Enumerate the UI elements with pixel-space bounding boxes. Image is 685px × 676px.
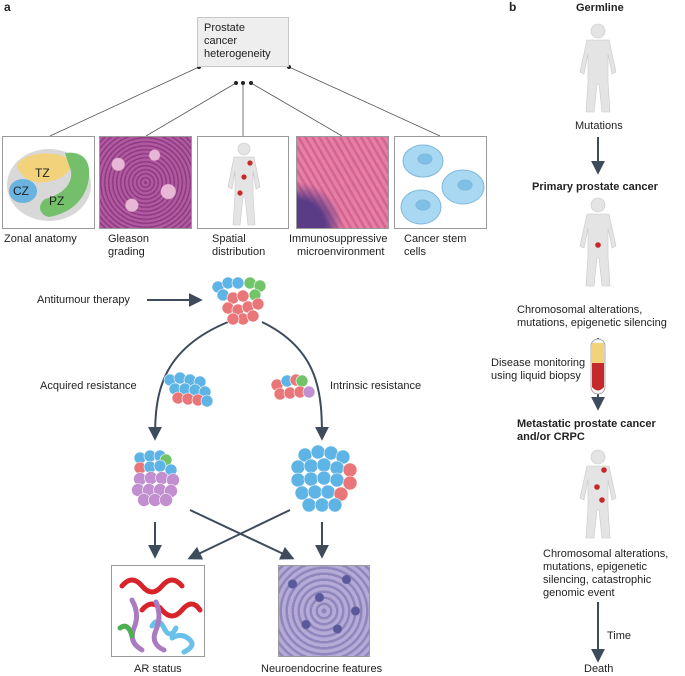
intrinsic-resistance-label: Intrinsic resistance xyxy=(330,380,422,392)
heterogeneity-line3: heterogeneity xyxy=(204,48,271,60)
metastatic-alterations-4: genomic event xyxy=(543,587,615,599)
primary-cancer-label: Primary prostate cancer xyxy=(532,181,658,193)
acquired-resistance-label: Acquired resistance xyxy=(40,380,137,392)
category-label-stem-1: Cancer stem xyxy=(404,233,467,245)
metastatic-alterations-3: silencing, catastrophic xyxy=(543,574,652,586)
cz-label: CZ xyxy=(13,184,29,198)
body-figure-primary xyxy=(579,197,617,287)
tumour-intrinsic-small xyxy=(270,373,316,401)
metastatic-label-1: Metastatic prostate cancer xyxy=(517,418,656,430)
death-label: Death xyxy=(584,663,614,675)
tumour-intrinsic-large xyxy=(290,444,358,513)
category-label-gleason-1: Gleason xyxy=(108,233,149,245)
category-label-immuno-2: microenvironment xyxy=(297,246,385,258)
category-label-zonal: Zonal anatomy xyxy=(4,233,77,245)
category-label-immuno-1: Immunosuppressive xyxy=(289,233,388,245)
body-figure-metastatic xyxy=(579,449,617,539)
spatial-distribution-image xyxy=(197,136,289,229)
primary-alterations-2: mutations, epigenetic silencing xyxy=(517,317,667,329)
intrinsic-arrow xyxy=(261,321,329,441)
category-label-spatial-1: Spatial xyxy=(212,233,246,245)
monitoring-label-1: Disease monitoring xyxy=(491,357,586,369)
monitoring-label-2: using liquid biopsy xyxy=(491,370,581,382)
ar-status-image xyxy=(111,565,205,657)
metastatic-alterations-1: Chromosomal alterations, xyxy=(543,548,669,560)
ar-status-label: AR status xyxy=(134,663,182,675)
immunosuppressive-image xyxy=(296,136,389,229)
neuroendocrine-label: Neuroendocrine features xyxy=(261,663,383,675)
cancer-stem-cells-image xyxy=(394,136,487,229)
acquired-arrow xyxy=(148,321,229,441)
primary-lesion xyxy=(595,242,601,248)
pz-label: PZ xyxy=(49,194,65,208)
heterogeneity-line1: Prostate xyxy=(204,22,245,34)
tz-zone xyxy=(17,153,71,183)
metastatic-alterations-2: mutations, epigenetic xyxy=(543,561,647,573)
connector-lines xyxy=(49,66,441,137)
germline-label: Germline xyxy=(576,2,624,14)
tz-label: TZ xyxy=(35,166,50,180)
mutations-label: Mutations xyxy=(575,120,623,132)
panel-a-letter: a xyxy=(4,0,11,14)
zonal-anatomy-image: TZ CZ PZ xyxy=(2,136,95,229)
tumour-top xyxy=(211,276,267,326)
tumour-acquired-large xyxy=(131,449,180,507)
panel-b-letter: b xyxy=(509,0,517,14)
time-label: Time xyxy=(607,630,632,642)
cross-arrow-left xyxy=(187,509,291,560)
category-label-gleason-2: grading xyxy=(108,246,145,258)
category-label-stem-2: cells xyxy=(404,246,427,258)
neuroendocrine-image xyxy=(278,565,370,657)
liquid-biopsy-tube xyxy=(590,338,606,395)
cz-zone xyxy=(9,179,37,203)
body-figure-germline xyxy=(579,23,617,113)
heterogeneity-line2: cancer xyxy=(204,35,238,47)
pz-zone xyxy=(40,152,90,217)
body-figure xyxy=(227,142,261,226)
category-label-spatial-2: distribution xyxy=(212,246,266,258)
metastatic-label-2: and/or CRPC xyxy=(517,431,585,443)
gleason-grading-image xyxy=(99,136,192,229)
therapy-label: Antitumour therapy xyxy=(37,294,130,306)
tumour-acquired-small xyxy=(163,371,214,408)
primary-alterations-1: Chromosomal alterations, xyxy=(517,304,643,316)
heterogeneity-box: Prostate cancer heterogeneity xyxy=(197,17,289,67)
